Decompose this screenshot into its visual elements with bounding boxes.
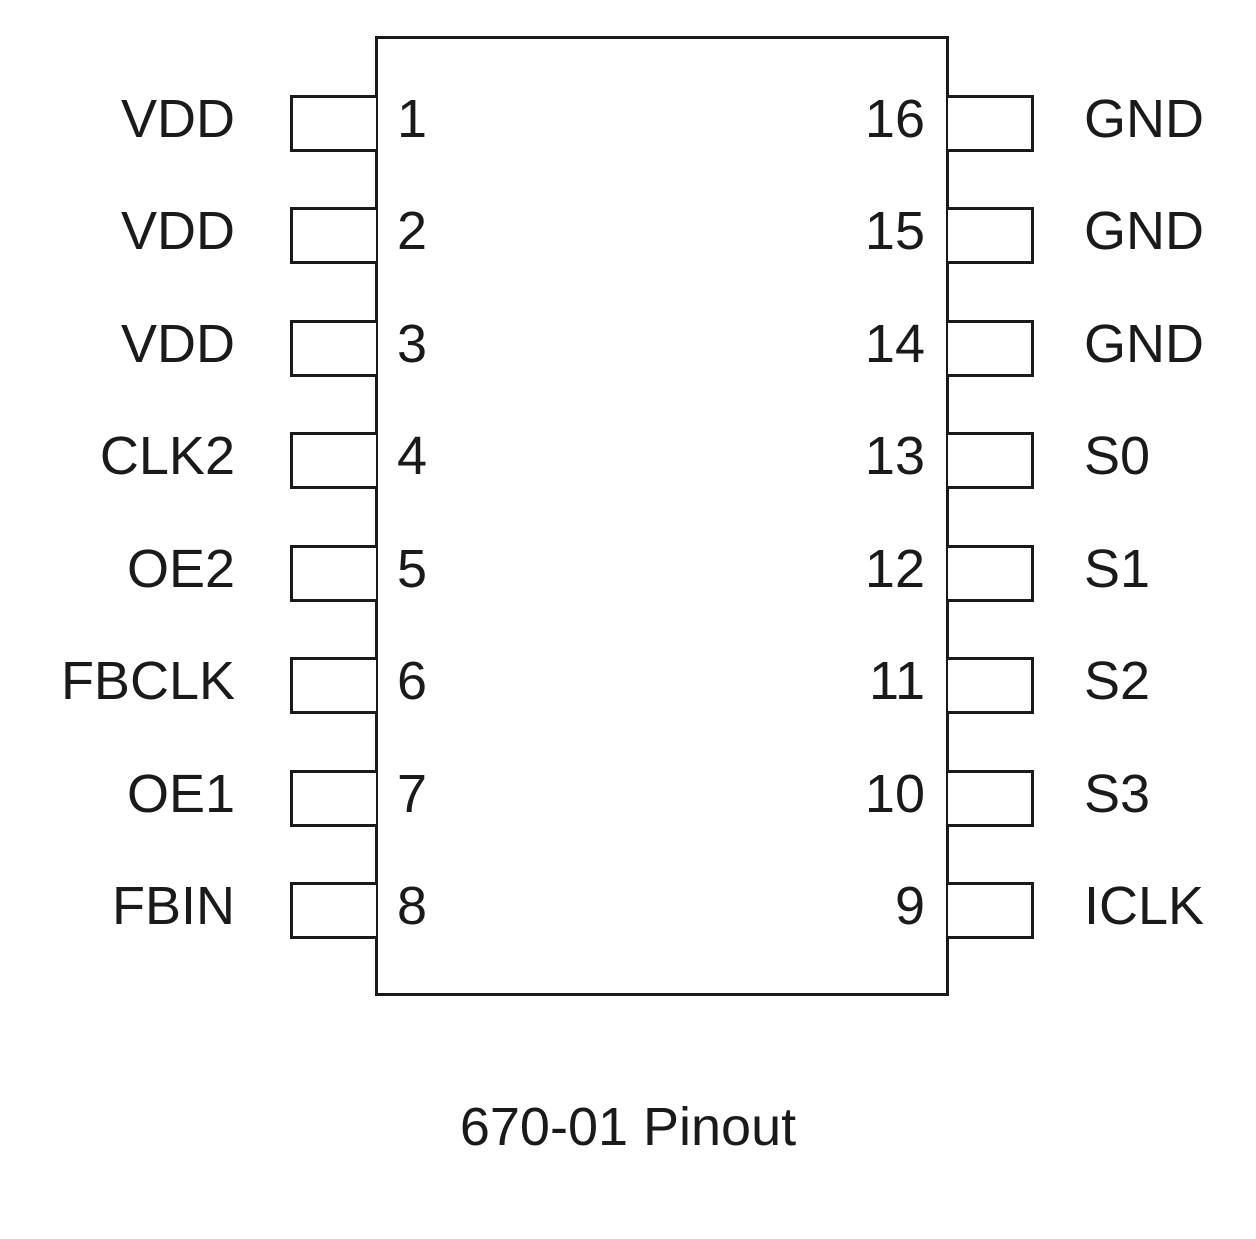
pin-name: VDD [120,314,235,374]
pin-number: 16 [864,89,925,149]
pin-stub-right-12 [948,545,1034,602]
pin-name: VDD [120,201,235,261]
pin-number: 15 [864,201,925,261]
pin-number: 10 [864,764,925,824]
pin-stub-left-8 [290,882,376,939]
pin-number: 3 [397,314,428,374]
pin-stub-right-14 [948,320,1034,377]
pin-number: 6 [397,651,428,711]
pin-name: S1 [1084,539,1151,599]
pin-number: 11 [868,651,925,711]
pin-stub-right-11 [948,657,1034,714]
diagram-caption: 670-01 Pinout [459,1097,797,1157]
pin-name: OE2 [126,539,235,599]
pin-name: OE1 [126,764,235,824]
pin-name: ICLK [1084,876,1205,936]
pin-number: 1 [397,89,428,149]
pin-stub-right-15 [948,207,1034,264]
pin-number: 12 [864,539,925,599]
pin-stub-right-9 [948,882,1034,939]
pin-stub-left-6 [290,657,376,714]
pin-name: S2 [1084,651,1151,711]
pin-name: FBIN [111,876,235,936]
pin-number: 4 [397,426,428,486]
pin-stub-right-16 [948,95,1034,152]
pin-name: VDD [120,89,235,149]
pin-name: GND [1084,201,1204,261]
pin-name: GND [1084,314,1204,374]
pin-number: 9 [894,876,925,936]
pin-number: 14 [864,314,925,374]
pin-name: FBCLK [60,651,235,711]
pin-name: GND [1084,89,1204,149]
pin-number: 2 [397,201,428,261]
pin-stub-left-7 [290,770,376,827]
pin-stub-left-4 [290,432,376,489]
pin-stub-left-3 [290,320,376,377]
pin-name: S0 [1084,426,1151,486]
pin-number: 7 [397,764,428,824]
pin-stub-left-2 [290,207,376,264]
pin-number: 5 [397,539,428,599]
pin-stub-left-5 [290,545,376,602]
pin-number: 8 [397,876,428,936]
pin-name: S3 [1084,764,1151,824]
chip-package-outline [375,36,949,996]
pin-number: 13 [864,426,925,486]
pin-stub-right-10 [948,770,1034,827]
pin-name: CLK2 [99,426,235,486]
pin-stub-right-13 [948,432,1034,489]
pin-stub-left-1 [290,95,376,152]
